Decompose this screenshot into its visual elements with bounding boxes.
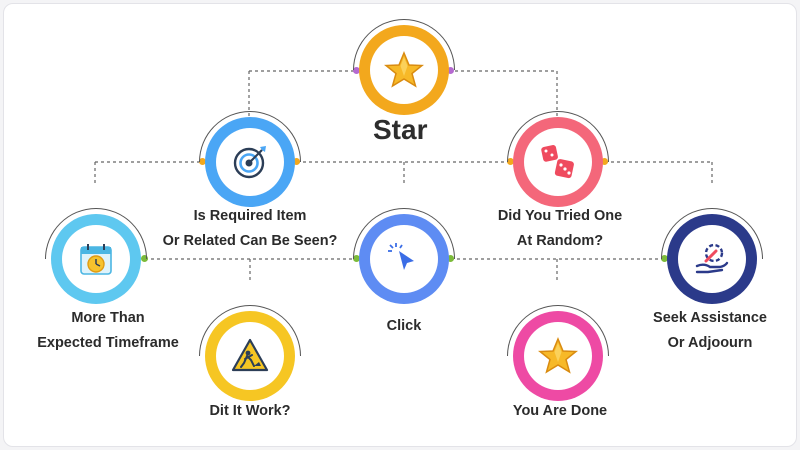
node-inner	[370, 36, 438, 104]
assistance-node	[661, 208, 763, 304]
node-inner	[62, 225, 130, 293]
node-inner	[370, 225, 438, 293]
timeframe-node	[45, 208, 147, 304]
node-inner	[524, 322, 592, 390]
random-label: Did You Tried One At Random?	[497, 208, 623, 249]
dice-icon	[541, 145, 574, 179]
connector-dot	[447, 67, 454, 74]
node-inner	[216, 322, 284, 390]
node-inner	[216, 128, 284, 196]
construction-icon	[231, 338, 269, 372]
hand-wrench-icon	[695, 243, 729, 274]
done-node	[507, 305, 609, 401]
random-node	[507, 111, 609, 207]
done-label: You Are Done	[512, 403, 608, 419]
star-node	[353, 19, 455, 115]
star-icon	[538, 337, 578, 374]
assistance-label: Seek Assistance Or Adjoourn	[653, 310, 767, 351]
calendar-clock-icon	[80, 244, 112, 275]
click-label: Click	[386, 318, 422, 334]
click-node	[353, 208, 455, 304]
cursor-icon	[388, 243, 414, 270]
timeframe-label: More Than Expected Timeframe	[37, 310, 179, 351]
node-inner	[524, 128, 592, 196]
worked-label: Dit It Work?	[209, 403, 291, 419]
required-item-label: Is Required Item Or Related Can Be Seen?	[162, 208, 338, 249]
page-title: Star	[373, 114, 428, 145]
worked-node	[199, 305, 301, 401]
target-icon	[233, 146, 266, 179]
node-inner	[678, 225, 746, 293]
star-icon	[384, 51, 424, 88]
required-item-node	[199, 111, 301, 207]
connector-dot	[353, 67, 360, 74]
